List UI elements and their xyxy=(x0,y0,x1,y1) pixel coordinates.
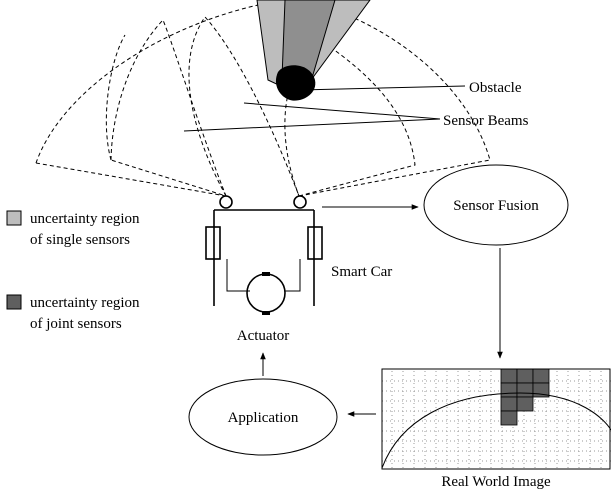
beam-leader-2 xyxy=(183,118,441,132)
sensor-fusion-label: Sensor Fusion xyxy=(453,198,539,214)
application-label: Application xyxy=(228,410,299,426)
obstacle-leader xyxy=(299,85,466,91)
joint-uncertainty-cells xyxy=(500,368,550,426)
obstacle xyxy=(256,0,371,101)
motor-wiring xyxy=(226,259,301,292)
real-world-image-label: Real World Image xyxy=(441,474,551,490)
legend-joint-line2: of joint sensors xyxy=(30,316,122,332)
smart-car xyxy=(205,195,323,315)
legend-joint-line1: uncertainty region xyxy=(30,295,140,311)
sensor-beams-label: Sensor Beams xyxy=(443,113,529,129)
actuator-label: Actuator xyxy=(237,328,289,344)
smart-car-label: Smart Car xyxy=(331,264,392,280)
legend-single-line2: of single sensors xyxy=(30,232,130,248)
legend-single-line1: uncertainty region xyxy=(30,211,140,227)
legend: uncertainty region of single sensors unc… xyxy=(6,210,140,332)
application-node xyxy=(188,378,338,456)
motor xyxy=(246,273,286,313)
legend-joint-swatch xyxy=(6,294,22,310)
left-wheel xyxy=(205,226,221,260)
obstacle-label: Obstacle xyxy=(469,80,522,96)
center-lobe xyxy=(188,16,300,197)
left-sensor xyxy=(219,195,233,209)
sensor-range-arc xyxy=(381,392,611,469)
left-inner-lobe xyxy=(110,19,227,197)
sensor-fusion-node xyxy=(423,164,569,246)
left-beam-region xyxy=(35,4,259,197)
legend-single-swatch xyxy=(6,210,22,226)
obstacle-dark-cap xyxy=(275,65,316,101)
real-world-image xyxy=(381,368,611,470)
beam-leader-1 xyxy=(243,102,441,120)
far-left-lobe xyxy=(105,34,126,161)
right-wheel xyxy=(307,226,323,260)
right-sensor xyxy=(293,195,307,209)
motor-bottom-brush xyxy=(262,311,270,315)
grid-lines xyxy=(382,371,611,470)
motor-top-brush xyxy=(262,272,270,276)
image-frame xyxy=(381,368,611,470)
